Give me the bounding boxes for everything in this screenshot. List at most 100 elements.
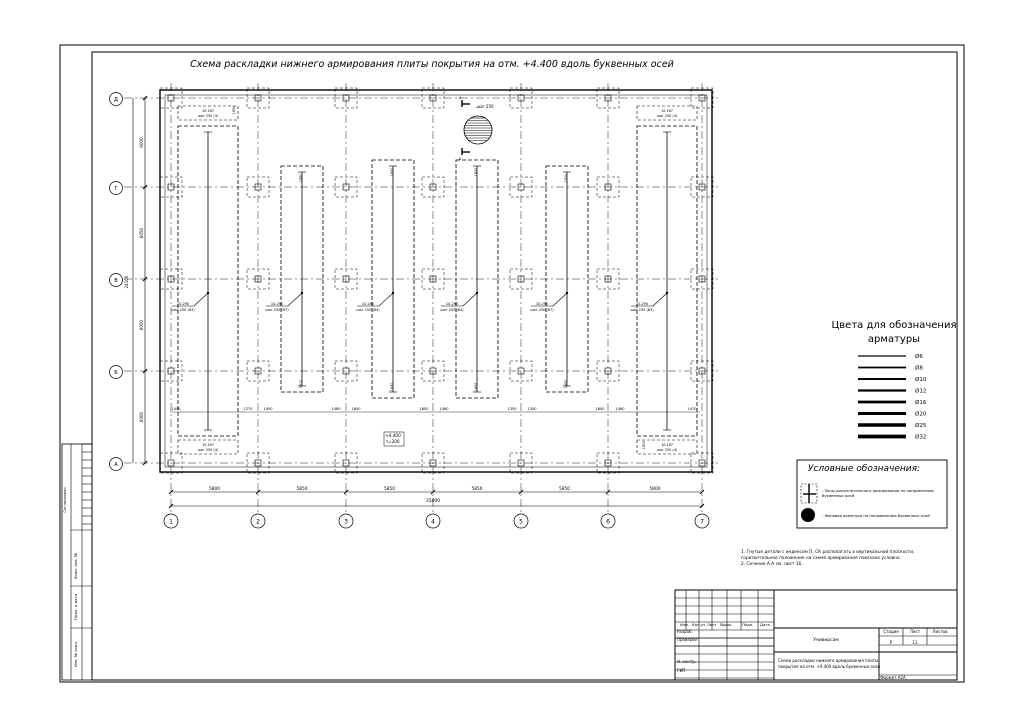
tb-head-data: Дата [760,622,770,627]
symbols-legend-title: Условные обозначения: [808,464,920,474]
axis-label: 6 [606,519,610,526]
edge-zone-label: 10.167 [202,109,214,113]
column-cap [246,87,270,109]
column [517,94,525,102]
bay-dimension: 5850 [472,486,483,492]
zone-label: шаг 250 (67) [530,308,554,312]
column-cap [421,87,445,109]
axis-label: 7 [700,519,704,526]
tb-format: Формат А2А [880,675,906,680]
column [429,367,437,375]
axis-bubble [109,92,123,106]
overall-dimension: 35000 [426,498,440,504]
zone-leader [193,292,209,307]
column-cap [334,360,358,382]
dimension-tick [142,460,148,466]
column [698,459,706,467]
zone-dim: 1460 [439,407,449,411]
column [342,459,350,467]
axis-bubble [109,457,123,471]
bay-dimension: 5850 [297,486,308,492]
title-block-box [674,589,958,681]
dimension-tick [605,489,611,495]
rebar-diameter-label: Ø6 [915,353,923,360]
column-cap [690,268,714,290]
column [254,275,262,283]
column-cap [159,268,183,290]
tb-sheet-title-1: Схема раскладки нижнего армирования плит… [778,658,878,663]
outer-frame [59,44,965,683]
axis-label: 1 [169,519,173,526]
reinforcement-zone [636,125,698,437]
edge-zone-label: 10.167 [661,109,673,113]
row-dimension: 6050 [139,319,144,330]
section-mark-label: шаг 250 [476,104,494,109]
symbols-legend [796,459,948,529]
rebar-diameter-label: Ø32 [915,434,926,441]
zone-label: 10.290 [446,302,458,306]
edge-zone-label: шаг 250 (4) [657,448,678,452]
stamp-inv-podl: Инв. № подл. [73,641,78,667]
axis-bubble [109,273,123,287]
column-cap [596,87,620,109]
zone-dim: 1350 [507,407,517,411]
zone-height-dim: 1650 [390,168,394,177]
inner-frame [91,51,958,681]
column-cap [334,268,358,290]
zone-height-dim: 1810 [299,380,303,389]
edge-zone-label: шаг 250 (4) [198,448,219,452]
dimension-tick [699,503,705,509]
column [604,183,612,191]
column-cap [334,87,358,109]
axis-bubble [109,365,123,379]
axis-bubble [109,181,123,195]
tb-razrab: Разраб. [677,629,693,634]
symbol-background-dot [801,508,815,522]
slab-level-label: +4.400 [385,433,401,438]
column-cap [509,268,533,290]
column-cap [690,360,714,382]
column-cap [596,268,620,290]
symbol-background-label: - Фоновая арматура по направлению буквен… [822,513,930,518]
column [604,275,612,283]
dimension-tick [343,489,349,495]
column [517,275,525,283]
zone-height-dim: 1650 [232,106,236,115]
dimension-tick [430,489,436,495]
axis-bubble [425,513,441,529]
zone-dim: 1600 [351,407,361,411]
symbol-zone-frame [800,483,818,504]
axis-label: 3 [344,519,348,526]
bay-dimension: 5800 [209,486,220,492]
column-cap [690,452,714,474]
column [604,367,612,375]
section-letter: А [459,157,462,161]
column [254,367,262,375]
tb-sheet-title-2: покрытия на отм. +4.400 вдоль буквенных … [778,664,880,669]
zone-dim: 1350 [527,407,537,411]
column-cap [159,452,183,474]
note-1b: горизонтальное положение на схеме армиро… [741,556,901,561]
tb-stage-value: Р [890,640,893,645]
edge-zone [636,105,698,121]
column [698,367,706,375]
column [342,367,350,375]
bay-dimension: 5850 [384,486,395,492]
column [698,94,706,102]
column-cap [421,452,445,474]
section-letter: А [459,96,462,100]
column [254,94,262,102]
rebar-diameter-label: Ø10 [915,376,927,383]
dimension-tick [142,184,148,190]
column-cap [159,87,183,109]
column [254,183,262,191]
column [517,367,525,375]
edge-zone-label: шаг 250 (4) [657,114,678,118]
zone-dim: 1600 [419,407,429,411]
column [167,183,175,191]
sheet-frame [59,44,965,683]
column-cap [690,176,714,198]
row-dimension: 6000 [139,137,144,148]
